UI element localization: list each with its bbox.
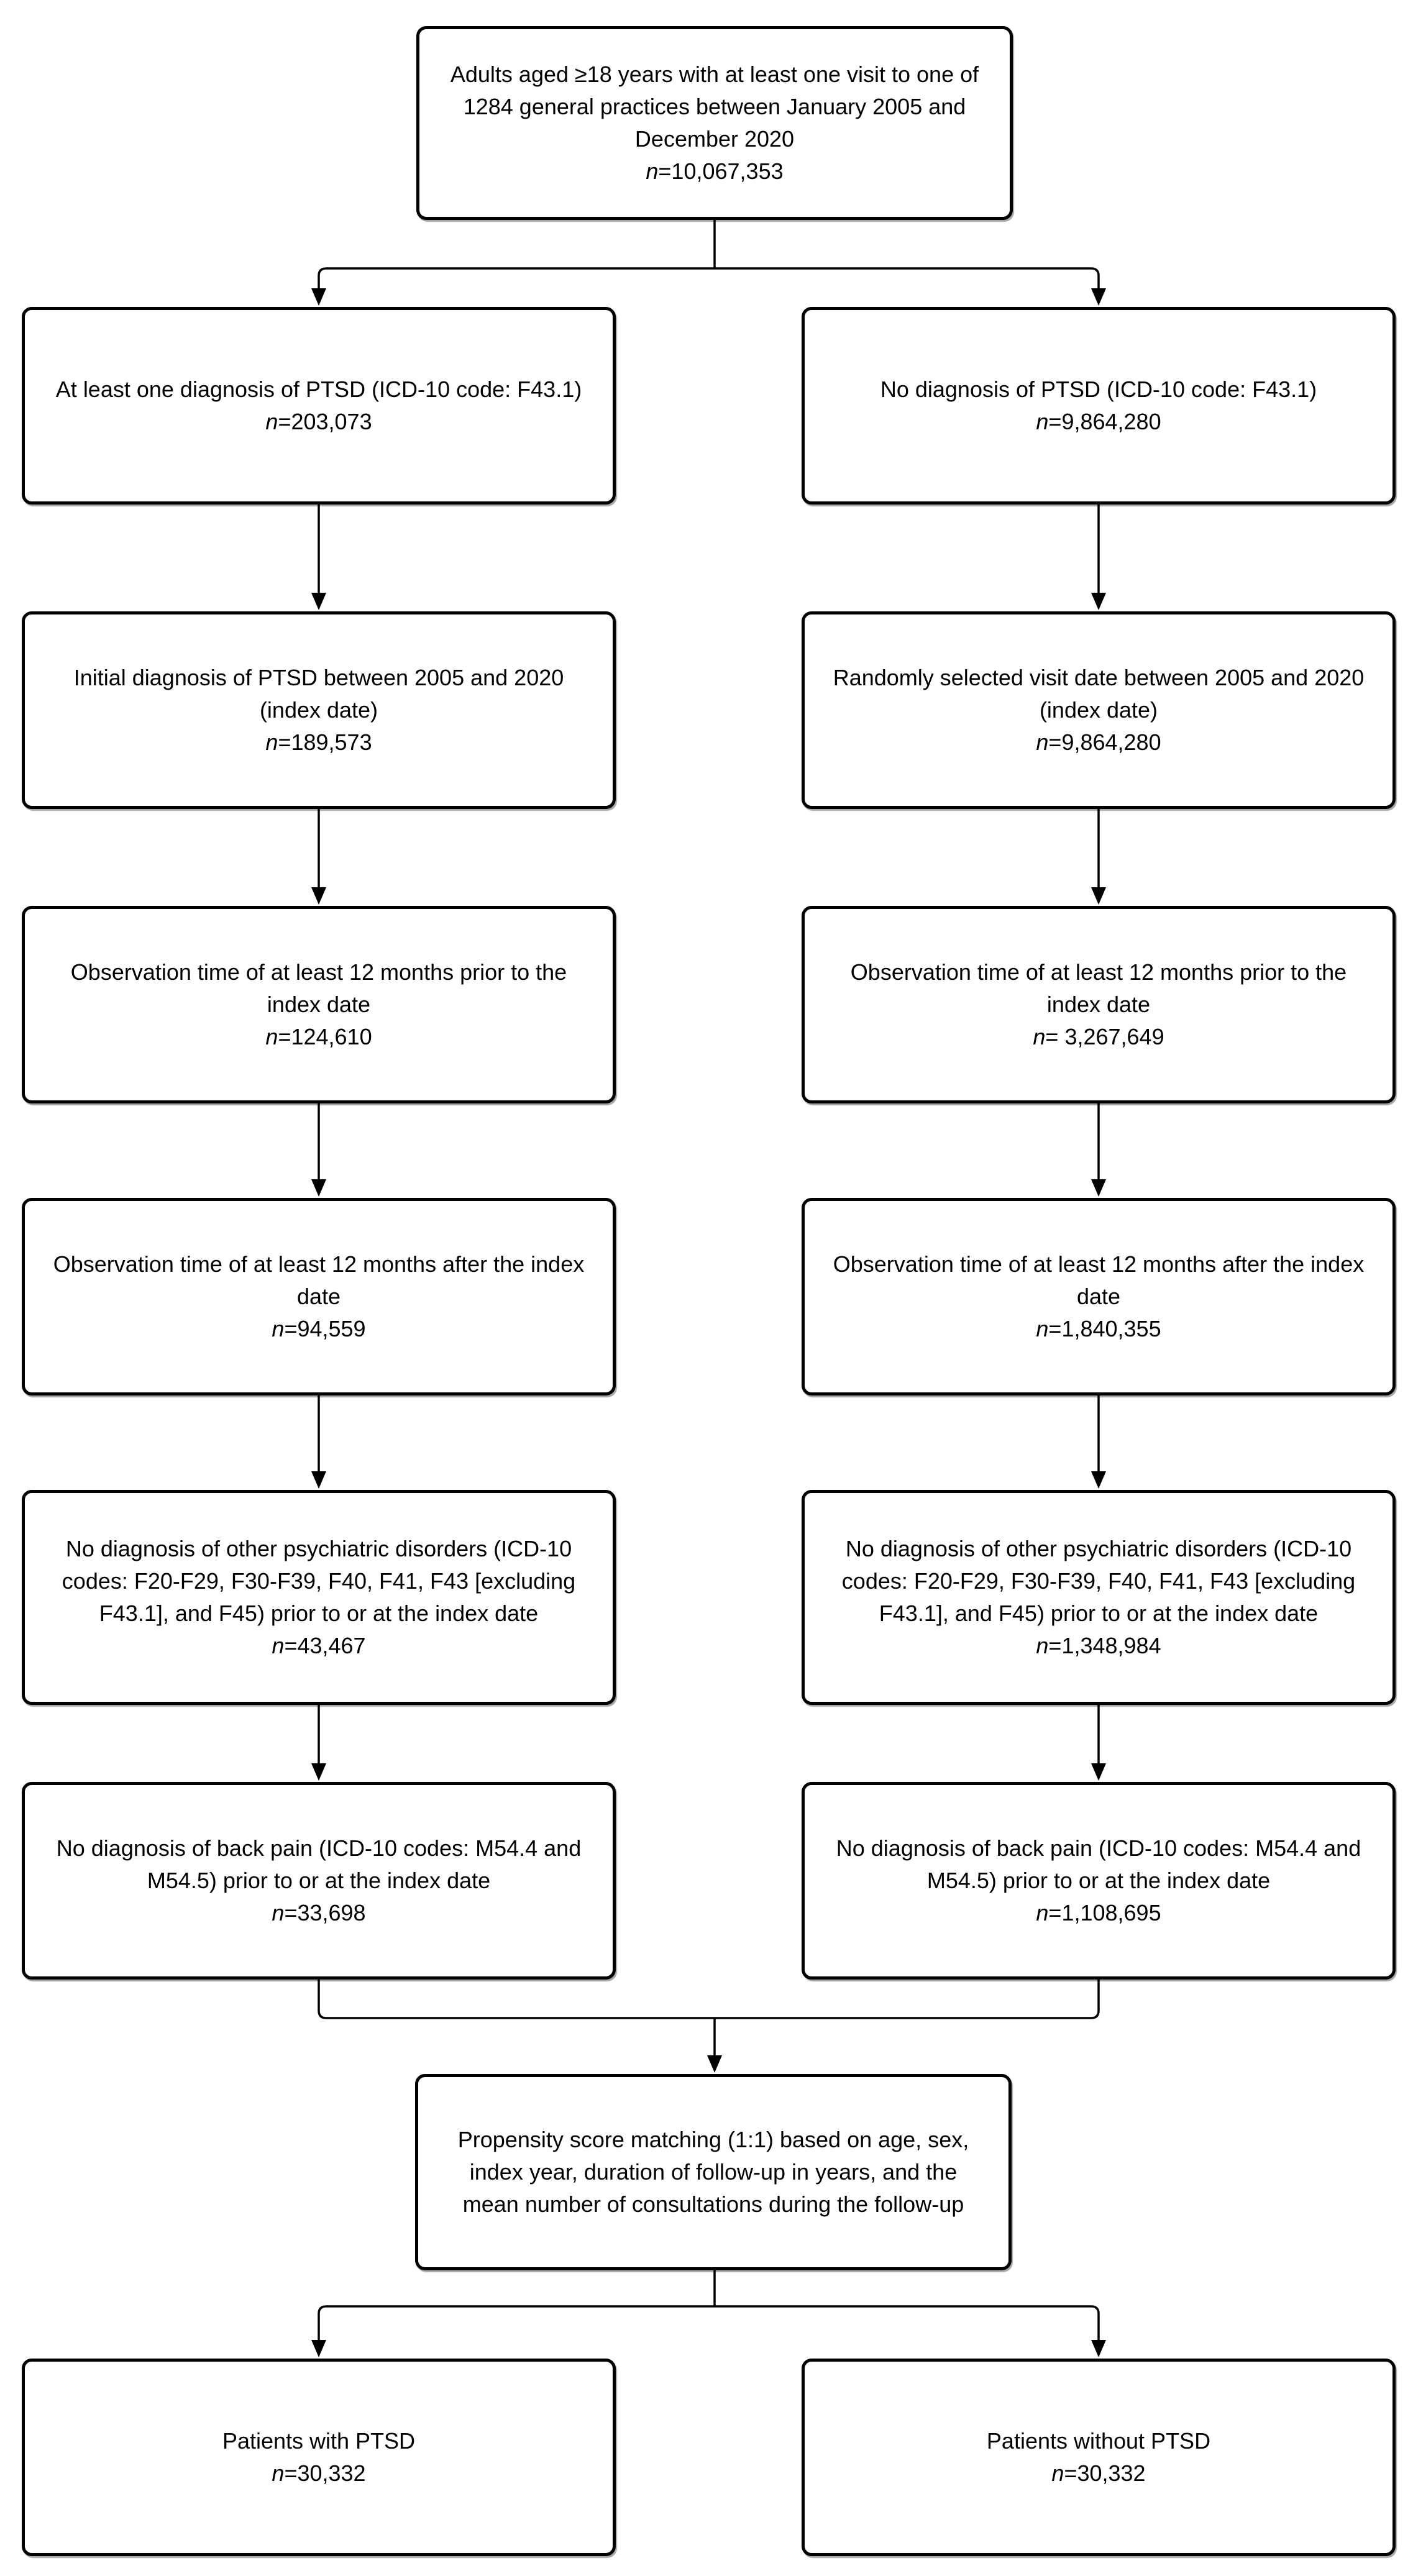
arrowhead	[311, 593, 326, 610]
arrowhead	[1091, 887, 1106, 905]
box-random-visit-index: Randomly selected visit date between 200…	[802, 611, 1396, 809]
box-text: Patients without PTSD	[986, 2428, 1211, 2454]
box-n-value: n=189,573	[265, 729, 372, 755]
box-n-value: n=33,698	[272, 1900, 366, 1925]
box-ptsd-diagnosis: At least one diagnosis of PTSD (ICD-10 c…	[22, 307, 616, 505]
arrowhead	[311, 1763, 326, 1781]
box-observation-after-ptsd: Observation time of at least 12 months a…	[22, 1198, 616, 1395]
box-n-value: n=1,108,695	[1036, 1900, 1161, 1925]
box-n-value: n=30,332	[272, 2460, 366, 2486]
box-n-value: n=10,067,353	[646, 158, 784, 184]
arrowhead	[1091, 2340, 1106, 2357]
arrowhead	[707, 2055, 722, 2073]
arrowhead	[311, 887, 326, 905]
box-n-value: n=1,840,355	[1036, 1316, 1161, 1341]
box-text: Adults aged ≥18 years with at least one …	[450, 62, 979, 152]
connector-merge-left	[318, 1980, 715, 2019]
box-initial-diagnosis-index: Initial diagnosis of PTSD between 2005 a…	[22, 611, 616, 809]
box-text: No diagnosis of PTSD (ICD-10 code: F43.1…	[880, 377, 1317, 402]
box-no-backpain-control: No diagnosis of back pain (ICD-10 codes:…	[802, 1782, 1396, 1980]
connector-top-split-right	[715, 267, 1100, 290]
box-patients-with-ptsd: Patients with PTSD n=30,332	[22, 2359, 616, 2556]
box-n-value: n= 3,267,649	[1033, 1024, 1164, 1049]
box-text: Patients with PTSD	[222, 2428, 416, 2454]
box-observation-prior-ptsd: Observation time of at least 12 months p…	[22, 906, 616, 1103]
arrowhead	[311, 1179, 326, 1197]
box-observation-after-control: Observation time of at least 12 months a…	[802, 1198, 1396, 1395]
arrowhead	[311, 288, 326, 306]
box-n-value: n=1,348,984	[1036, 1633, 1161, 1658]
box-n-value: n=9,864,280	[1036, 409, 1161, 434]
box-source-population: Adults aged ≥18 years with at least one …	[416, 26, 1013, 220]
box-text: Observation time of at least 12 months p…	[70, 959, 567, 1017]
box-observation-prior-control: Observation time of at least 12 months p…	[802, 906, 1396, 1103]
arrowhead	[1091, 288, 1106, 306]
box-text: Randomly selected visit date between 200…	[833, 665, 1365, 723]
connector-top-split-left	[318, 267, 715, 290]
box-text: At least one diagnosis of PTSD (ICD-10 c…	[55, 377, 582, 402]
box-propensity-matching: Propensity score matching (1:1) based on…	[415, 2074, 1012, 2270]
box-text: Initial diagnosis of PTSD between 2005 a…	[73, 665, 564, 723]
box-text: Observation time of at least 12 months a…	[53, 1251, 585, 1309]
box-no-psychiatric-ptsd: No diagnosis of other psychiatric disord…	[22, 1490, 616, 1705]
arrowhead	[1091, 1179, 1106, 1197]
box-text: Propensity score matching (1:1) based on…	[457, 2127, 969, 2217]
box-no-psychiatric-control: No diagnosis of other psychiatric disord…	[802, 1490, 1396, 1705]
box-text: No diagnosis of other psychiatric disord…	[62, 1536, 576, 1626]
box-n-value: n=94,559	[272, 1316, 366, 1341]
connector-bottom-split-right	[715, 2305, 1100, 2340]
box-text: No diagnosis of back pain (ICD-10 codes:…	[836, 1835, 1361, 1893]
connector-bottom-split-left	[318, 2305, 715, 2340]
box-text: No diagnosis of other psychiatric disord…	[841, 1536, 1356, 1626]
box-text: Observation time of at least 12 months p…	[850, 959, 1347, 1017]
arrowhead	[1091, 593, 1106, 610]
box-text: Observation time of at least 12 months a…	[833, 1251, 1365, 1309]
box-n-value: n=9,864,280	[1036, 729, 1161, 755]
box-n-value: n=203,073	[265, 409, 372, 434]
arrowhead	[1091, 1763, 1106, 1781]
box-no-backpain-ptsd: No diagnosis of back pain (ICD-10 codes:…	[22, 1782, 616, 1980]
box-no-ptsd-diagnosis: No diagnosis of PTSD (ICD-10 code: F43.1…	[802, 307, 1396, 505]
arrowhead	[311, 1471, 326, 1489]
arrowhead	[311, 2340, 326, 2357]
connector-merge-right	[715, 1980, 1100, 2019]
box-n-value: n=43,467	[272, 1633, 366, 1658]
box-patients-without-ptsd: Patients without PTSD n=30,332	[802, 2359, 1396, 2556]
box-n-value: n=30,332	[1051, 2460, 1146, 2486]
box-text: No diagnosis of back pain (ICD-10 codes:…	[56, 1835, 582, 1893]
arrowhead	[1091, 1471, 1106, 1489]
box-n-value: n=124,610	[265, 1024, 372, 1049]
